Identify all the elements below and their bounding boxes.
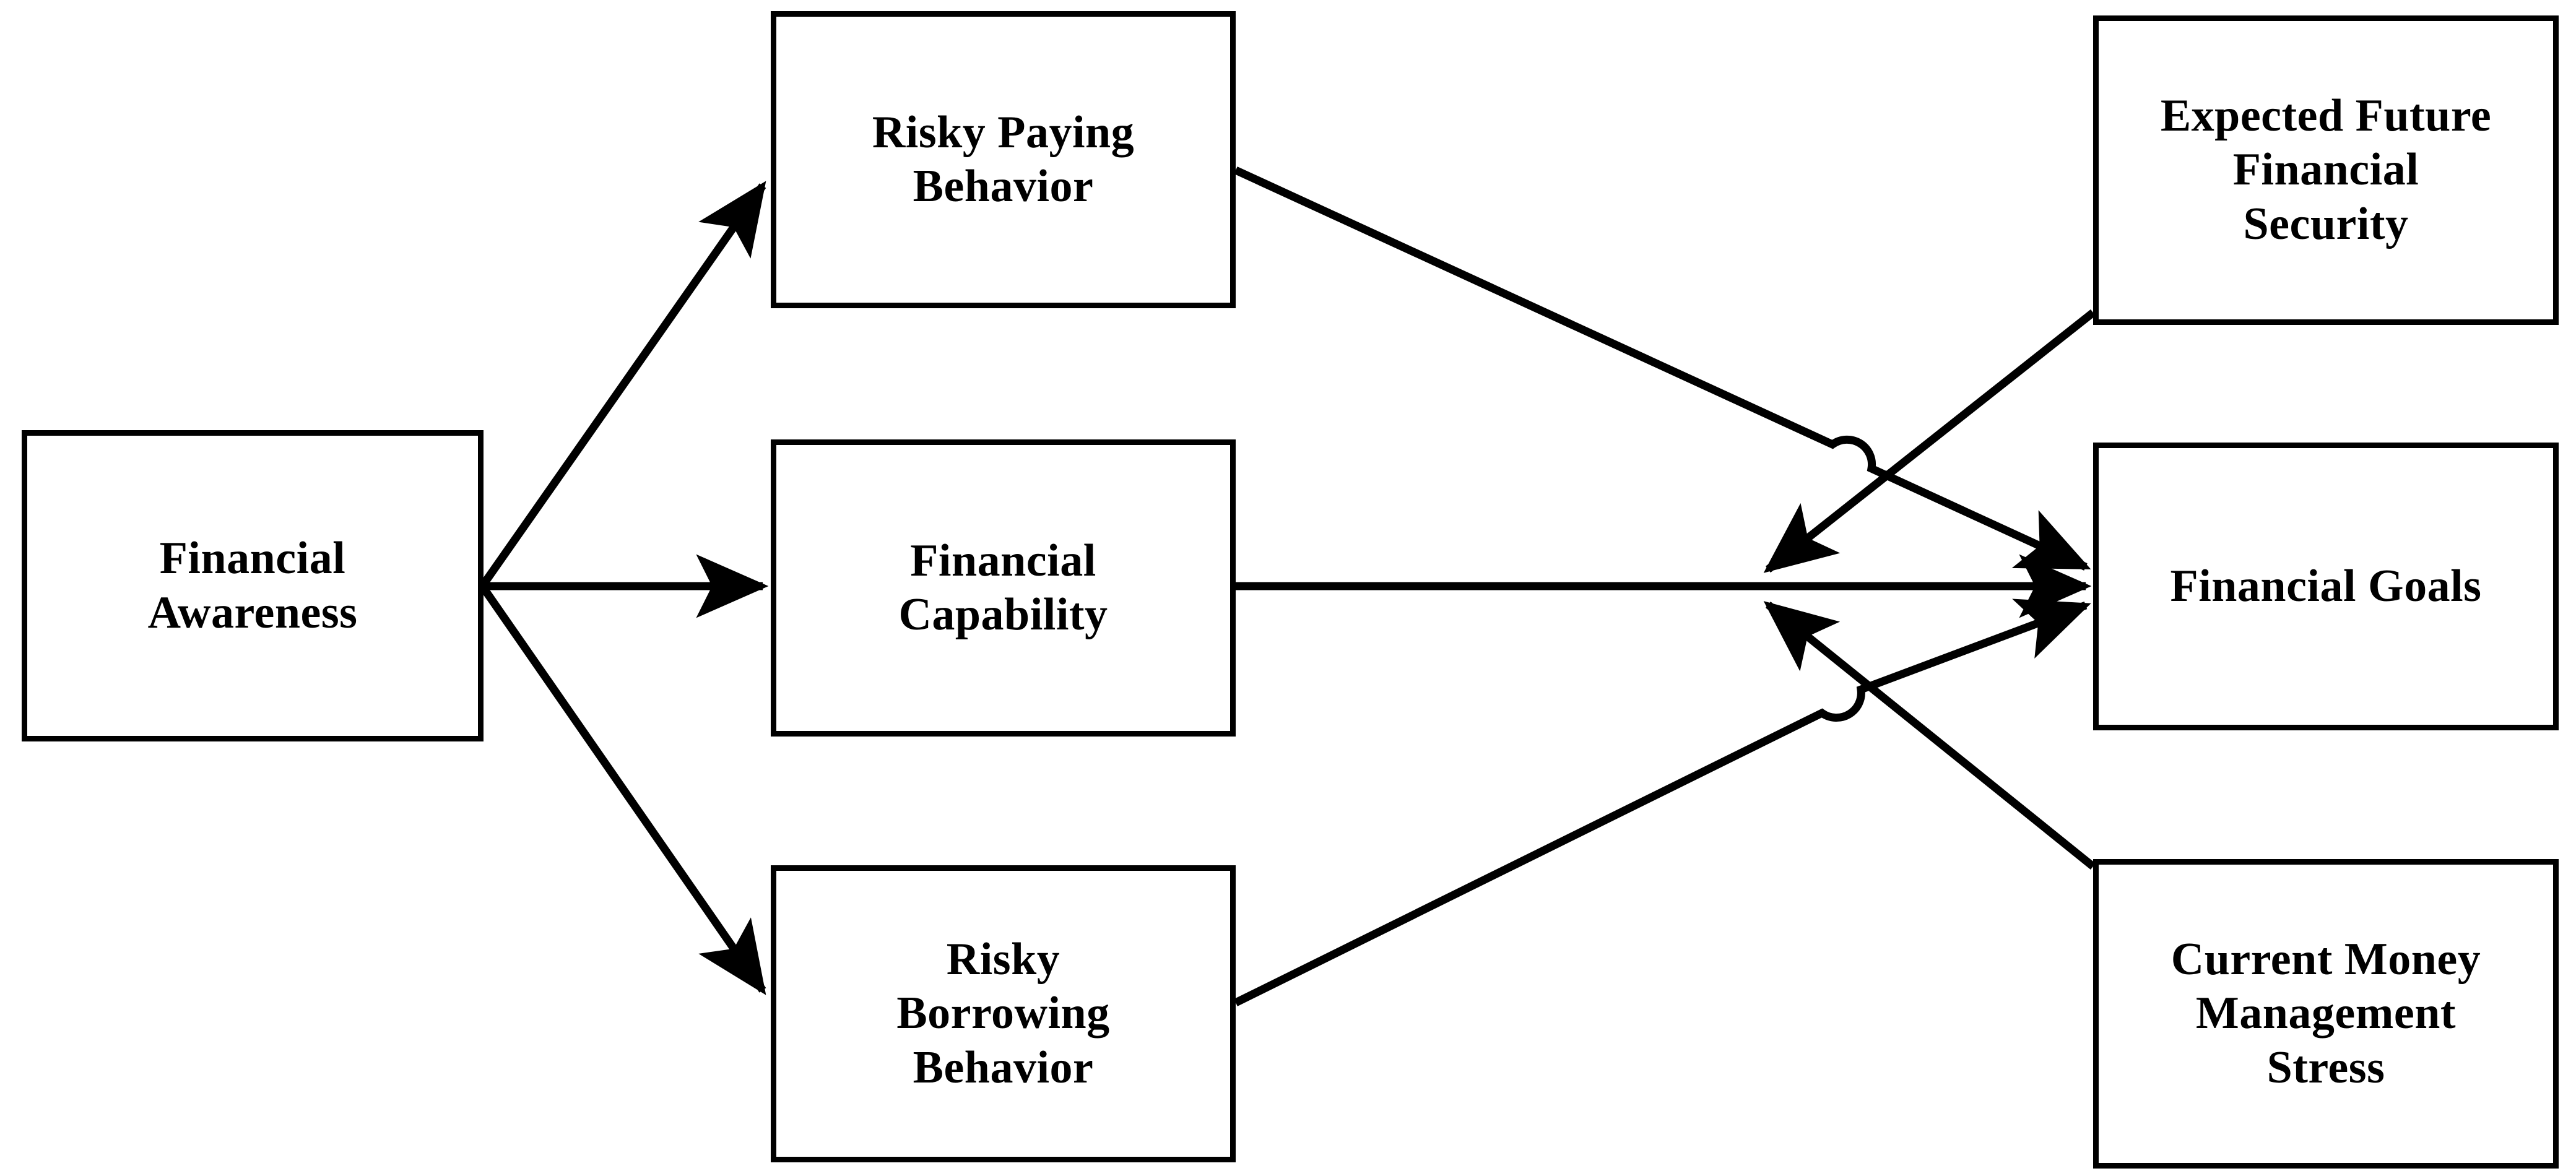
edge-expected-security-to-junction [1763, 309, 2096, 573]
node-current-money-management-stress-label: Current Money Management Stress [2171, 934, 2481, 1093]
node-current-money-management-stress[interactable]: Current Money Management Stress [2093, 859, 2559, 1169]
edge-money-stress-to-junction [1763, 601, 2096, 870]
node-financial-capability-label: Financial Capability [898, 535, 1108, 640]
edge-awareness-to-risky-borrowing [479, 584, 766, 995]
node-financial-goals-label: Financial Goals [2170, 560, 2482, 611]
edge-risky-borrowing-to-goals [1234, 598, 2091, 1006]
node-financial-awareness-label: Financial Awareness [147, 533, 358, 638]
node-financial-capability[interactable]: Financial Capability [771, 439, 1236, 737]
node-risky-borrowing-behavior[interactable]: Risky Borrowing Behavior [771, 865, 1236, 1162]
node-risky-paying-behavior[interactable]: Risky Paying Behavior [771, 11, 1236, 308]
node-risky-borrowing-behavior-label: Risky Borrowing Behavior [896, 934, 1110, 1093]
edge-risky-paying-to-goals [1234, 166, 2091, 571]
node-expected-future-financial-security-label: Expected Future Financial Security [2160, 90, 2492, 249]
node-risky-paying-behavior-label: Risky Paying Behavior [872, 106, 1135, 212]
node-financial-awareness[interactable]: Financial Awareness [22, 430, 484, 741]
edge-awareness-to-risky-paying [479, 181, 766, 589]
node-financial-goals[interactable]: Financial Goals [2093, 443, 2559, 730]
node-expected-future-financial-security[interactable]: Expected Future Financial Security [2093, 15, 2559, 325]
